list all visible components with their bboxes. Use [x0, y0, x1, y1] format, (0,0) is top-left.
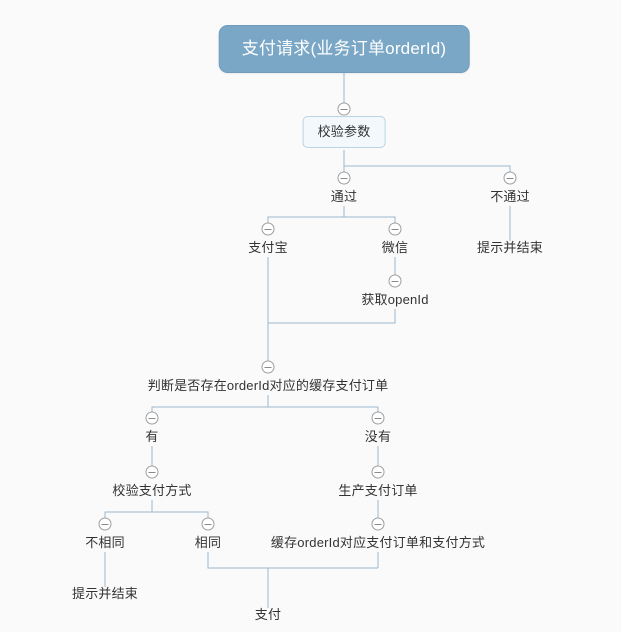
collapse-minus-circle-icon-wechat[interactable] — [388, 222, 402, 236]
node-check_pay[interactable]: 校验支付方式 — [112, 482, 191, 500]
node-pass[interactable]: 通过 — [331, 188, 357, 206]
node-label-none: 没有 — [364, 429, 392, 444]
collapse-minus-circle-icon-judge_cache[interactable] — [261, 360, 275, 374]
node-not_same_end[interactable]: 提示并结束 — [72, 585, 138, 603]
node-has[interactable]: 有 — [145, 428, 158, 446]
node-label-root: 支付请求(业务订单orderId) — [241, 39, 447, 58]
node-label-alipay: 支付宝 — [248, 240, 288, 255]
node-label-has: 有 — [145, 429, 159, 444]
node-pay[interactable]: 支付 — [255, 606, 281, 624]
node-label-fail_end: 提示并结束 — [476, 240, 544, 255]
collapse-minus-circle-icon-none[interactable] — [371, 411, 385, 425]
node-fail_end[interactable]: 提示并结束 — [477, 239, 543, 257]
node-wechat[interactable]: 微信 — [382, 239, 408, 257]
node-none[interactable]: 没有 — [365, 428, 391, 446]
node-label-same: 相同 — [194, 535, 222, 550]
node-label-gen_order: 生产支付订单 — [338, 483, 418, 498]
collapse-minus-circle-icon-has[interactable] — [145, 411, 159, 425]
edge-judge_cache-to-has — [151, 395, 379, 418]
node-label-validate: 校验参数 — [317, 124, 371, 139]
edge-check_pay-to-not_same — [104, 500, 209, 524]
node-fail[interactable]: 不通过 — [490, 188, 530, 206]
node-gen_order[interactable]: 生产支付订单 — [338, 482, 417, 500]
collapse-minus-circle-icon-cache_order[interactable] — [371, 517, 385, 531]
edge-same-to-pay — [207, 552, 379, 608]
collapse-minus-circle-icon-alipay[interactable] — [261, 222, 275, 236]
node-cache_order[interactable]: 缓存orderId对应支付订单和支付方式 — [271, 534, 485, 552]
node-label-pay: 支付 — [254, 607, 282, 622]
node-label-not_same_end: 提示并结束 — [71, 586, 139, 601]
node-label-not_same: 不相同 — [85, 535, 125, 550]
node-label-openid: 获取openId — [361, 292, 429, 307]
collapse-minus-circle-icon-not_same[interactable] — [98, 517, 112, 531]
collapse-minus-circle-icon-fail[interactable] — [503, 171, 517, 185]
collapse-minus-circle-icon-gen_order[interactable] — [371, 465, 385, 479]
edge-alipay-to-judge_cache — [267, 257, 396, 367]
node-not_same[interactable]: 不相同 — [85, 534, 125, 552]
collapse-minus-circle-icon-check_pay[interactable] — [145, 465, 159, 479]
collapse-minus-circle-icon-validate[interactable] — [337, 102, 351, 116]
collapse-minus-circle-icon-same[interactable] — [201, 517, 215, 531]
node-validate[interactable]: 校验参数 — [302, 116, 386, 148]
node-judge_cache[interactable]: 判断是否存在orderId对应的缓存支付订单 — [148, 377, 389, 395]
node-label-judge_cache: 判断是否存在orderId对应的缓存支付订单 — [147, 378, 389, 393]
node-label-cache_order: 缓存orderId对应支付订单和支付方式 — [270, 535, 486, 550]
node-root[interactable]: 支付请求(业务订单orderId) — [218, 25, 470, 73]
node-label-pass: 通过 — [330, 189, 358, 204]
node-label-fail: 不通过 — [490, 189, 530, 204]
node-same[interactable]: 相同 — [195, 534, 221, 552]
node-openid[interactable]: 获取openId — [361, 291, 428, 309]
collapse-minus-circle-icon-pass[interactable] — [337, 171, 351, 185]
node-label-check_pay: 校验支付方式 — [112, 483, 192, 498]
node-alipay[interactable]: 支付宝 — [248, 239, 288, 257]
collapse-minus-circle-icon-openid[interactable] — [388, 274, 402, 288]
edge-pass-to-alipay — [267, 206, 396, 229]
node-label-wechat: 微信 — [381, 240, 409, 255]
edge-validate-to-pass — [343, 150, 511, 178]
